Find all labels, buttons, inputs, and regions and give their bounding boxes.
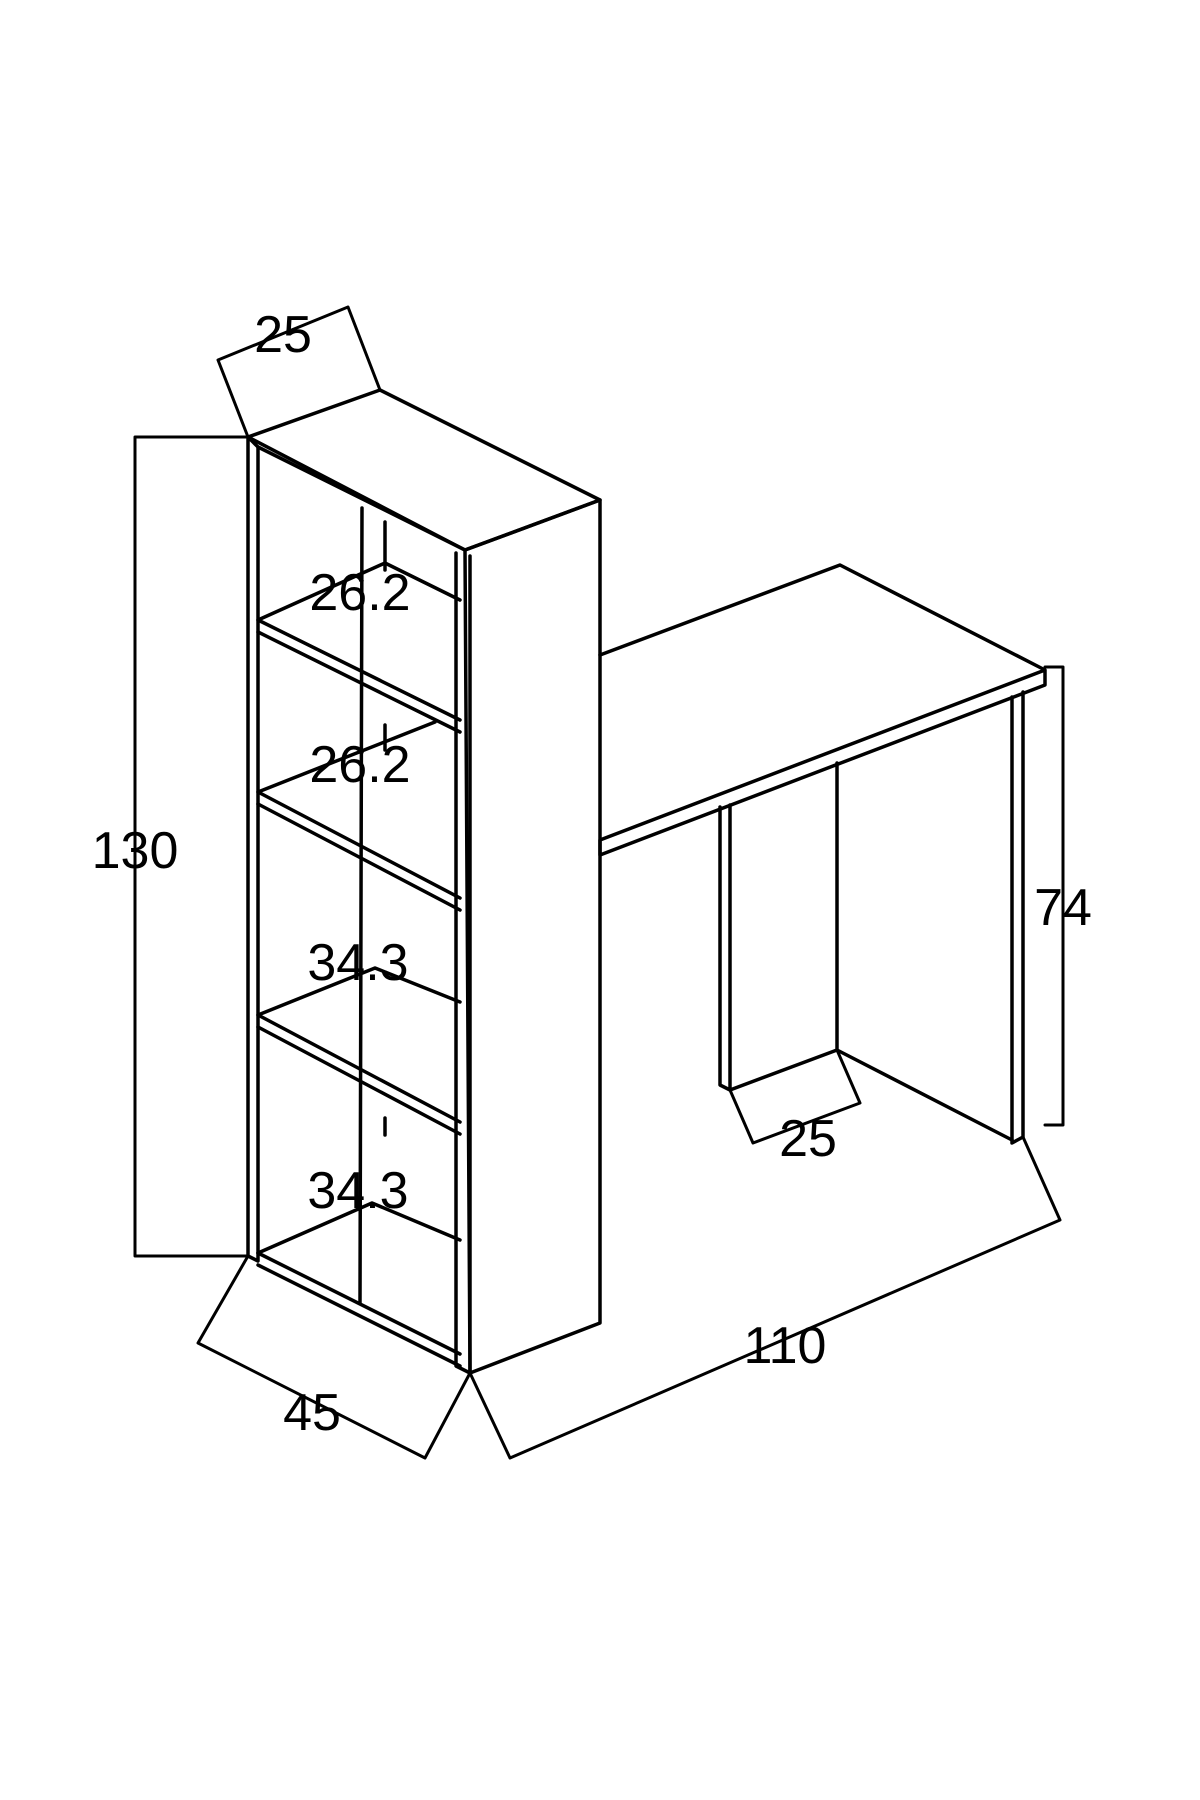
shelf-1 <box>256 561 462 734</box>
label-compartment-1: 26.2 <box>309 564 410 622</box>
bookshelf <box>246 388 602 1375</box>
label-compartment-3: 34.3 <box>307 934 408 992</box>
label-compartment-2: 26.2 <box>309 736 410 794</box>
desk-right-leg <box>1010 690 1025 1145</box>
dim-line-shelf-height <box>133 435 250 1258</box>
desk <box>598 563 1047 1145</box>
dim-line-desk-leg <box>728 1048 862 1145</box>
bookshelf-top-board-edge <box>256 445 467 552</box>
label-shelf-top-width: 25 <box>254 306 312 364</box>
bookshelf-front-edge <box>454 551 472 1375</box>
dim-line-shelf-top <box>216 305 382 439</box>
label-desk-length: 110 <box>744 1317 827 1375</box>
label-desk-height: 74 <box>1034 879 1092 937</box>
bookshelf-divider <box>358 506 387 1305</box>
bottom-back-line <box>256 1201 462 1255</box>
dimension-lines <box>133 305 1065 1460</box>
desk-top <box>598 563 1047 857</box>
dim-line-desk-height <box>1043 665 1065 1127</box>
label-shelf-height: 130 <box>92 822 179 880</box>
dim-line-desk-length <box>468 1135 1062 1460</box>
shelf-2 <box>256 720 462 912</box>
shelf-3 <box>256 966 462 1136</box>
label-desk-leg-width: 25 <box>779 1110 837 1168</box>
bookshelf-right-panel <box>463 498 602 1375</box>
bookshelf-left-panel <box>246 435 260 1263</box>
desk-back-leg <box>718 761 1014 1142</box>
label-compartment-4: 34.3 <box>307 1162 408 1220</box>
dim-line-shelf-depth <box>196 1254 472 1460</box>
label-shelf-depth: 45 <box>283 1384 341 1442</box>
dimension-labels: 25 26.2 26.2 34.3 34.3 130 45 74 25 110 <box>92 306 1092 1442</box>
